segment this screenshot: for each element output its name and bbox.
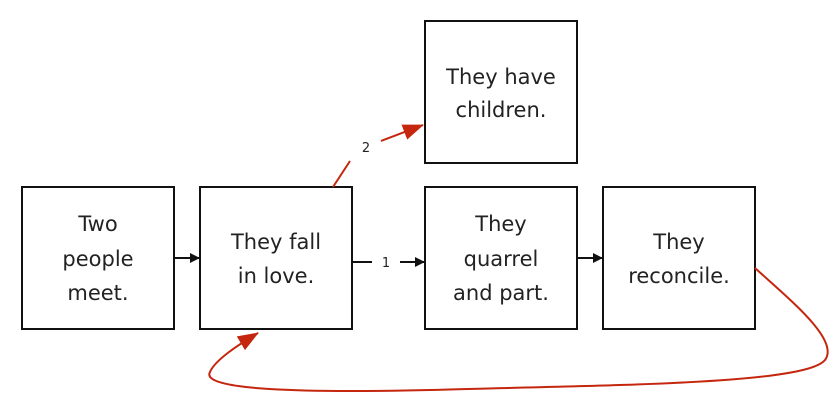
- edge-reconcile-to-love: [208, 267, 829, 392]
- edge-label-1: 1: [382, 256, 390, 271]
- edge-love-to-children-end: [380, 124, 424, 142]
- edge-label-2: 2: [362, 141, 370, 156]
- edge-love-to-children-start: [332, 160, 351, 188]
